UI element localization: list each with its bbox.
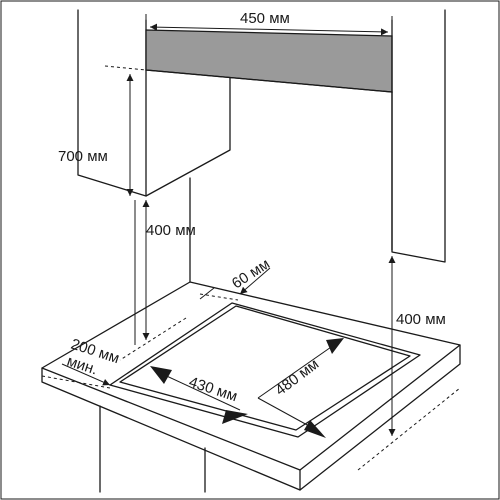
dim-hood-width [145,14,393,36]
label-hood-width: 450 мм [240,10,290,27]
label-right-gap: 400 мм [396,311,446,328]
label-cabinet-gap: 400 мм [146,222,196,239]
dim-hob-depth [257,338,344,438]
label-cabinet-height: 700 мм [58,148,108,165]
label-hob-width: 430 мм [187,374,240,406]
label-hob-depth: 480 мм [272,356,322,400]
range-hood [145,29,393,93]
dim-front-clearance [61,363,111,386]
dim-rear-clearance [199,267,271,300]
worktop [41,281,461,493]
right-wall-cabinet [391,9,446,263]
dashed-guides [41,65,461,471]
label-rear-clearance: 60 мм [229,256,273,293]
dim-hob-width [150,366,248,424]
